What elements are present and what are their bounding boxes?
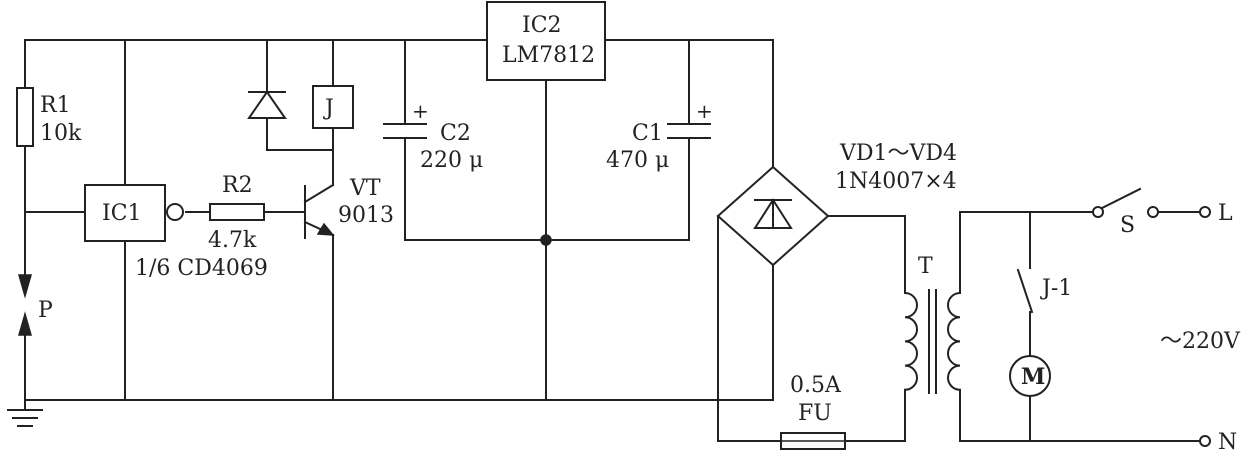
resistor-r1: R1 10k — [16, 87, 82, 147]
terminal-n-label: N — [1218, 430, 1237, 455]
switch-s: S — [1092, 187, 1159, 238]
terminal-l: L — [1199, 201, 1233, 226]
transistor-vt: VT 9013 — [303, 176, 394, 239]
primary-coil-icon — [947, 291, 962, 391]
fuse-rating: 0.5A — [790, 373, 842, 398]
secondary-coil-icon — [903, 291, 918, 391]
switch-terminal-left-icon — [1092, 206, 1104, 218]
c2-polarity: + — [412, 99, 429, 123]
r2-ref: R2 — [222, 173, 253, 198]
top-rail-right — [604, 39, 774, 168]
bridge-ref: VD1～VD4 — [839, 141, 957, 166]
wire-primary-top — [959, 211, 1094, 294]
capacitor-c1: + C1 470 μ — [606, 99, 713, 173]
flyback-diode-icon — [247, 90, 287, 119]
r2-body — [209, 203, 265, 221]
ic1-body — [84, 184, 166, 242]
r2-value: 4.7k — [208, 228, 257, 253]
wires — [24, 39, 1201, 442]
relay-body — [312, 85, 354, 129]
motor-icon — [1009, 355, 1051, 397]
c2-ref: C2 — [440, 121, 471, 146]
switch-lever-icon — [1100, 187, 1142, 210]
ic2-part: LM7812 — [502, 43, 595, 68]
c1-polarity: + — [696, 99, 713, 123]
relay-ref: J — [323, 96, 334, 121]
transistor-part: 9013 — [338, 203, 394, 228]
motor-label: M — [1021, 364, 1045, 390]
bridge-rectifier: VD1～VD4 1N4007×4 — [716, 141, 957, 267]
emitter-arrow-icon — [316, 222, 335, 236]
r1-value: 10k — [40, 121, 82, 146]
wire-bridge-left-ac — [717, 215, 782, 442]
terminal-n-icon — [1199, 435, 1211, 447]
transistor-collector — [303, 183, 335, 204]
motor-m: M — [1009, 355, 1051, 397]
wire-primary-bottom — [959, 389, 1201, 442]
transistor-ref: VT — [349, 176, 381, 201]
terminal-l-icon — [1199, 206, 1211, 218]
r1-ref: R1 — [40, 93, 71, 118]
resistor-r2: R2 4.7k — [208, 173, 265, 253]
ic1-part: 1/6 CD4069 — [135, 256, 268, 281]
c2-value: 220 μ — [420, 148, 483, 173]
transformer-ref: T — [918, 254, 933, 279]
ic2-body — [486, 1, 606, 81]
junction-dot — [540, 234, 552, 246]
probe-lower-tip-icon — [18, 311, 32, 336]
terminal-n: N — [1199, 430, 1237, 455]
ic2-ref: IC2 — [522, 13, 562, 38]
wire-bridge-right-ac — [827, 215, 906, 294]
switch-ref: S — [1120, 213, 1135, 238]
c1-ref: C1 — [632, 121, 663, 146]
bridge-part: 1N4007×4 — [835, 169, 957, 194]
fuse-ref: FU — [798, 401, 832, 426]
ic1-ref: IC1 — [102, 201, 142, 226]
r1-body — [16, 87, 34, 147]
ic1-inverter: IC1 1/6 CD4069 — [84, 184, 268, 281]
ic2-regulator: IC2 LM7812 — [486, 1, 606, 81]
capacitor-c2: + C2 220 μ — [383, 99, 483, 173]
contact-ref: J-1 — [1040, 276, 1072, 301]
fuse-fu: 0.5A FU — [780, 373, 846, 450]
contact-blade-icon — [1016, 268, 1034, 314]
relay-contact-j1: J-1 — [1016, 268, 1072, 314]
probe-p: P — [18, 274, 53, 336]
supply-voltage-label: ～220V — [1160, 329, 1241, 354]
switch-terminal-right-icon — [1147, 206, 1159, 218]
relay-coil-j: J — [312, 85, 354, 129]
probe-upper-tip-icon — [18, 274, 32, 299]
c1-value: 470 μ — [606, 148, 669, 173]
transformer-t: T — [903, 254, 962, 394]
terminal-l-label: L — [1218, 201, 1233, 226]
inverter-bubble-icon — [166, 203, 184, 221]
ground-symbol-icon — [7, 399, 43, 427]
probe-label: P — [38, 298, 53, 323]
